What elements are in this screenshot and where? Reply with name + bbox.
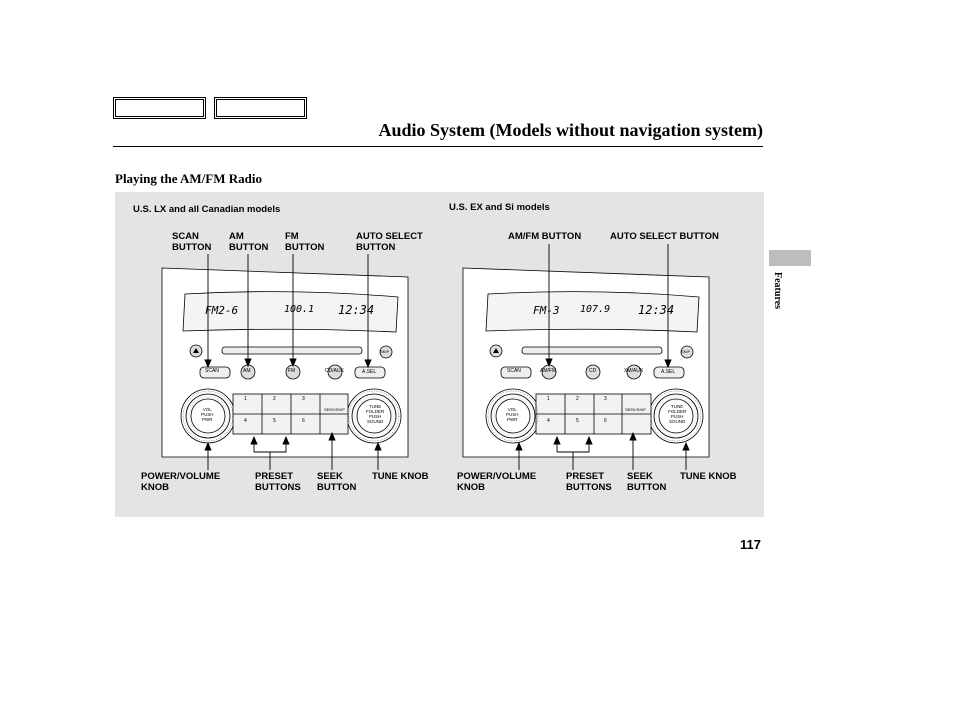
lx-tune-knob[interactable]: TUNE FOLDER PUSH SOUND (366, 404, 385, 424)
callout-tune-knob: TUNE KNOB (372, 471, 429, 482)
ex-display-band: FM-3 (533, 304, 560, 317)
lx-cd-aux-button[interactable]: CD/AUX (325, 368, 344, 374)
lx-skip-button[interactable]: SKIP (380, 349, 390, 354)
lx-preset-4[interactable]: 4 (244, 418, 247, 424)
callout-auto-select-button-r: AUTO SELECT BUTTON (610, 231, 719, 242)
lx-preset-3[interactable]: 3 (302, 396, 305, 402)
callout-power-volume-knob: POWER/VOLUME KNOB (141, 471, 221, 493)
callout-fm-button: FM BUTTON (285, 231, 325, 253)
ex-display-frequency: 107.9 (580, 304, 611, 315)
ex-preset-1[interactable]: 1 (547, 396, 550, 402)
nav-button-main-menu[interactable] (113, 97, 206, 119)
ex-asel-button[interactable]: A.SEL (661, 369, 676, 375)
callout-preset-buttons: PRESET BUTTONS (255, 471, 301, 493)
lx-am-button[interactable]: AM (243, 368, 251, 374)
ex-cd-button[interactable]: CD (589, 368, 597, 374)
ex-skip-button[interactable]: SKIP (681, 349, 691, 354)
page-title: Audio System (Models without navigation … (378, 120, 763, 140)
callout-preset-buttons-r: PRESET BUTTONS (566, 471, 612, 493)
ex-tune-knob[interactable]: TUNE FOLDER PUSH SOUND (668, 404, 687, 424)
callout-am-button: AM BUTTON (229, 231, 269, 253)
title-divider (113, 146, 763, 147)
ex-xm-aux-button[interactable]: XM/AUX (624, 368, 644, 374)
ex-preset-5[interactable]: 5 (576, 418, 579, 424)
ex-preset-3[interactable]: 3 (604, 396, 607, 402)
nav-button-table-of-contents[interactable] (214, 97, 307, 119)
ex-seek-label[interactable]: SEEK/SKIP (625, 407, 646, 412)
callout-power-volume-knob-r: POWER/VOLUME KNOB (457, 471, 537, 493)
lx-display-clock: 12:34 (338, 303, 375, 317)
lx-asel-button[interactable]: A.SEL (362, 369, 377, 375)
lx-display-band: FM2-6 (205, 304, 239, 317)
lx-preset-5[interactable]: 5 (273, 418, 276, 424)
lx-display-frequency: 100.1 (284, 304, 315, 315)
callout-tune-knob-r: TUNE KNOB (680, 471, 737, 482)
section-heading: Playing the AM/FM Radio (115, 171, 262, 186)
ex-scan-button[interactable]: SCAN (507, 368, 521, 374)
ex-amfm-button[interactable]: AM/FM (540, 368, 557, 374)
lx-scan-button[interactable]: SCAN (205, 368, 219, 374)
right-panel-subheading: U.S. EX and Si models (449, 202, 550, 213)
ex-display-clock: 12:34 (638, 303, 675, 317)
ex-preset-4[interactable]: 4 (547, 418, 550, 424)
ex-preset-6[interactable]: 6 (604, 418, 607, 424)
lx-seek-label[interactable]: SEEK/SKIP (324, 407, 345, 412)
ex-volume-knob[interactable]: VOL PUSH PWR (506, 407, 519, 422)
left-panel-subheading: U.S. LX and all Canadian models (133, 204, 281, 215)
callout-amfm-button: AM/FM BUTTON (508, 231, 582, 242)
callout-scan-button: SCAN BUTTON (172, 231, 212, 253)
ex-preset-2[interactable]: 2 (576, 396, 579, 402)
callout-auto-select-button: AUTO SELECT BUTTON (356, 231, 423, 253)
lx-preset-2[interactable]: 2 (273, 396, 276, 402)
lx-fm-button[interactable]: FM (288, 368, 296, 374)
lx-volume-knob[interactable]: VOL PUSH PWR (201, 407, 214, 422)
page-number: 117 (740, 537, 761, 552)
lx-preset-6[interactable]: 6 (302, 418, 305, 424)
lx-preset-1[interactable]: 1 (244, 396, 247, 402)
callout-seek-button: SEEK BUTTON (317, 471, 357, 493)
side-tab-marker[interactable] (769, 250, 811, 266)
callout-seek-button-r: SEEK BUTTON (627, 471, 667, 493)
